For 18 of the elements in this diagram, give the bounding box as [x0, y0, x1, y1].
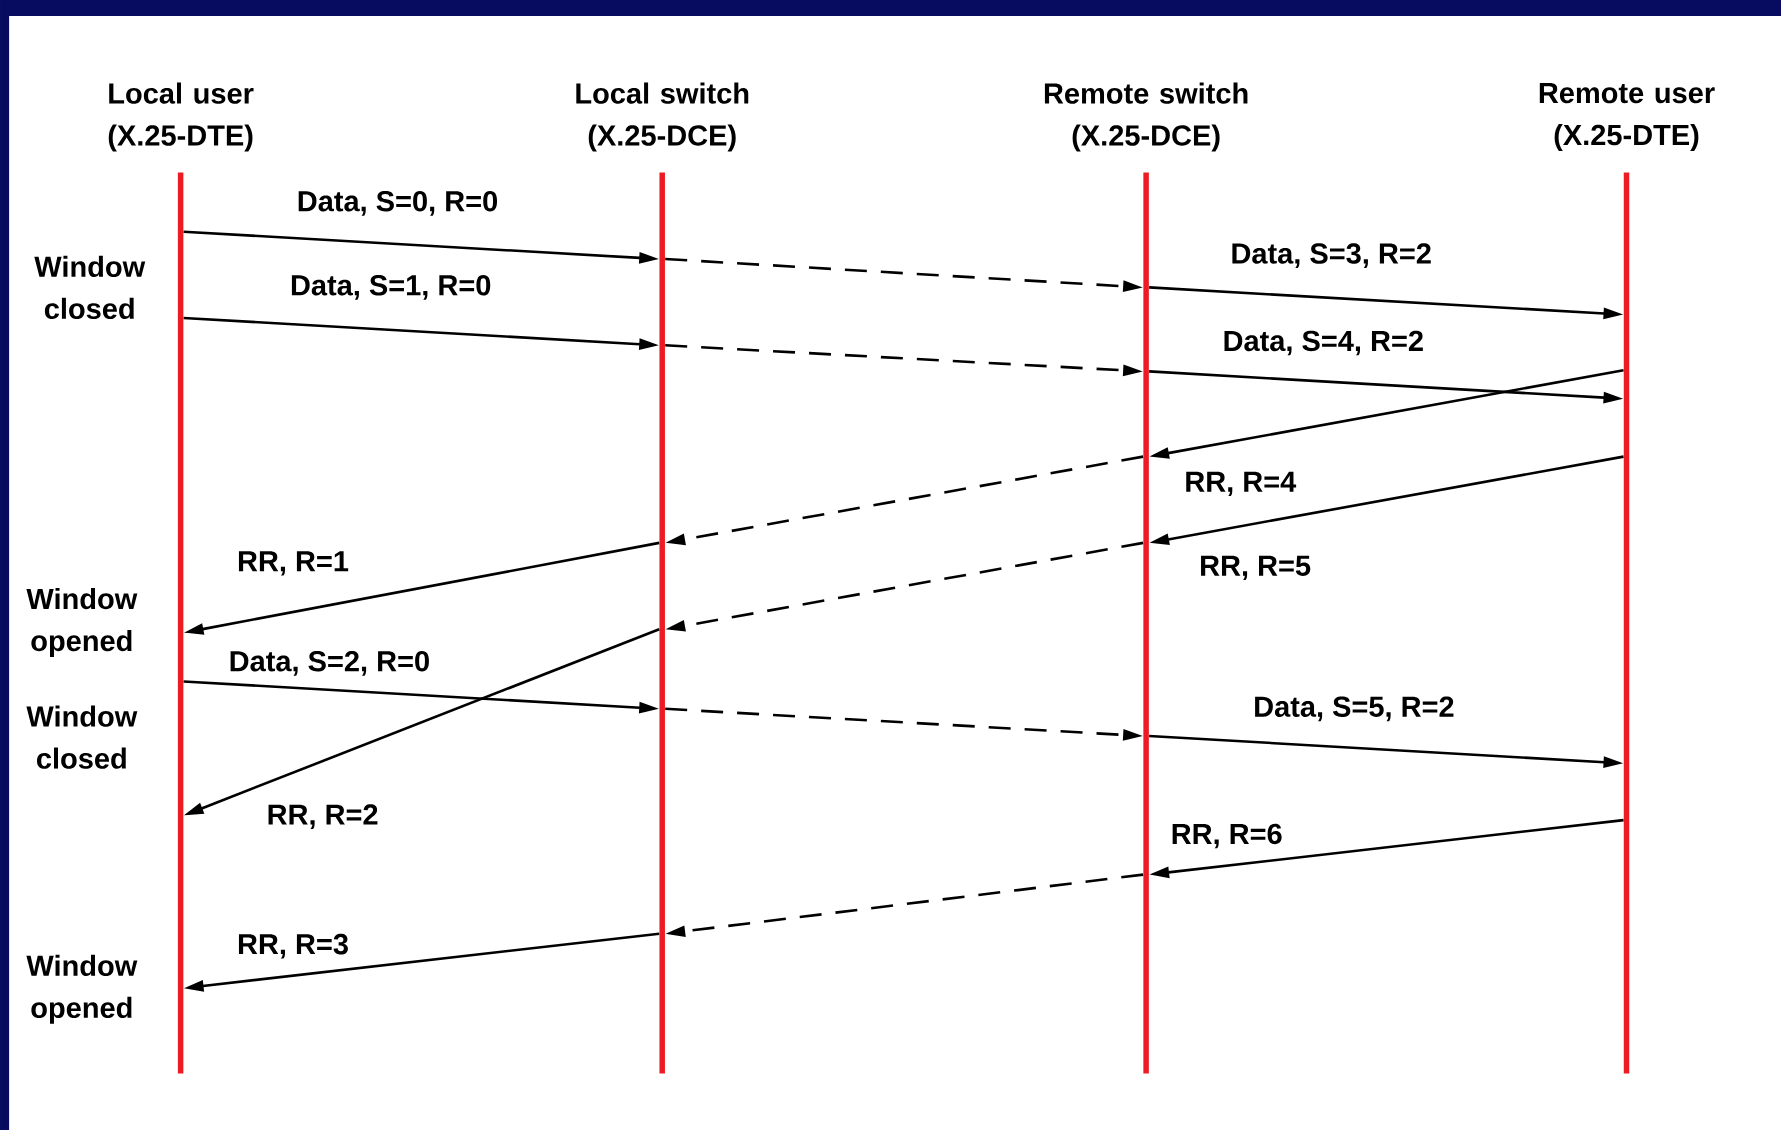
edge-label: RR, R=6 [1172, 823, 1282, 849]
lifeline: Local switch (X.25-DCE) [576, 82, 749, 1074]
edge-label: Data, S=2, R=0 [230, 650, 429, 676]
edge-label: RR, R=3 [238, 933, 348, 959]
edge-label: RR, R=5 [1201, 555, 1311, 581]
edge-label: Data, S=5, R=2 [1255, 696, 1454, 722]
note-text: Window closed [34, 255, 146, 320]
edge-label: RR, R=2 [268, 804, 378, 830]
note-text: Window closed [26, 705, 138, 769]
edge-label: RR, R=4 [1186, 471, 1297, 497]
lifeline: Remote user (X.25-DTE) [1539, 83, 1715, 1074]
edge-label: Data, S=3, R=2 [1232, 243, 1431, 268]
edge-label: Data, S=4, R=2 [1224, 330, 1423, 356]
edge-label: RR, R=1 [238, 551, 349, 576]
note-text: Window opened [26, 954, 138, 1024]
edge-label: Data, S=0, R=0 [298, 190, 498, 216]
edge-label: Data, S=1, R=0 [291, 275, 491, 300]
note-text: Window opened [26, 587, 138, 657]
